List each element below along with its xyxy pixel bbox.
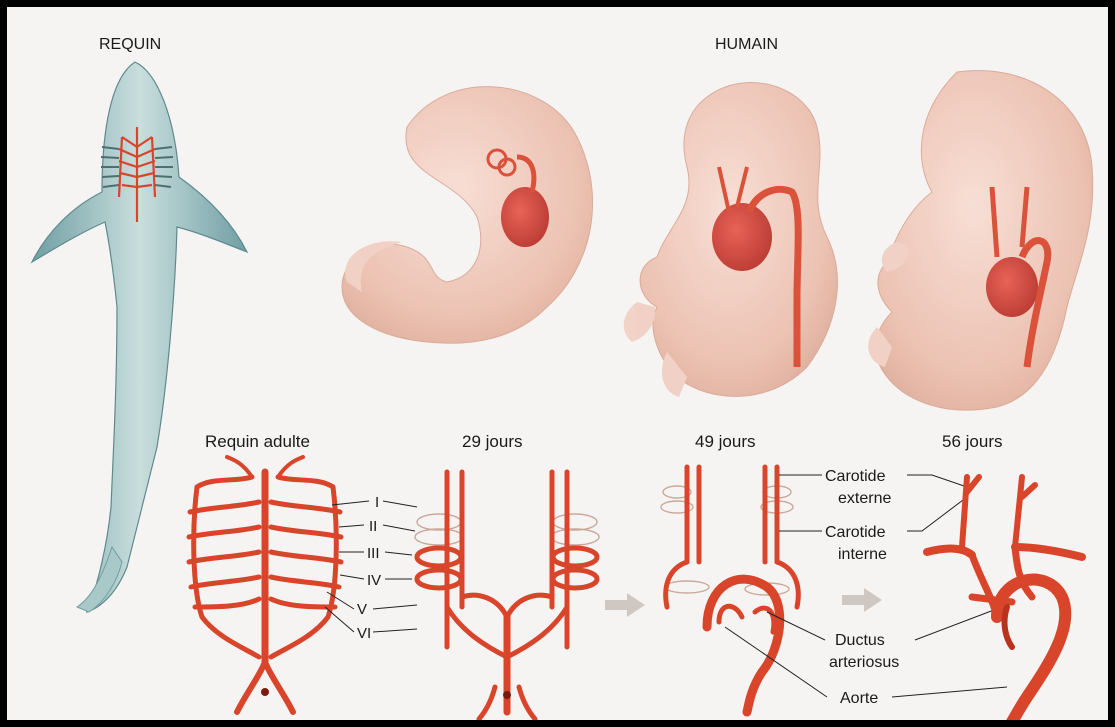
arrow-to-49-days bbox=[605, 593, 645, 617]
stage-label-adult-shark: Requin adulte bbox=[205, 432, 310, 451]
heading-shark: REQUIN bbox=[99, 36, 161, 53]
diagram-56-days-arches bbox=[927, 477, 1082, 720]
stage-label-56-days: 56 jours bbox=[942, 432, 1002, 451]
diagram-49-days-arches bbox=[661, 467, 798, 712]
label-carotid-internal-line1: Carotide bbox=[825, 524, 886, 541]
diagram-29-days-arches bbox=[415, 472, 599, 719]
label-carotid-external-line2: externe bbox=[838, 490, 891, 507]
arch-label-2: II bbox=[369, 518, 377, 535]
heading-human: HUMAIN bbox=[715, 36, 778, 53]
evolution-figure: REQUIN HUMAIN bbox=[7, 7, 1108, 720]
embryo-49-days bbox=[624, 83, 838, 397]
arch-label-1: I bbox=[375, 494, 379, 511]
stage-label-49-days: 49 jours bbox=[695, 432, 755, 451]
stage-label-29-days: 29 jours bbox=[462, 432, 522, 451]
figure-canvas: REQUIN HUMAIN bbox=[7, 7, 1108, 720]
label-ductus-line1: Ductus bbox=[835, 632, 885, 649]
arch-label-6: VI bbox=[357, 625, 371, 642]
arch-label-5: V bbox=[357, 601, 367, 618]
label-carotid-internal-line2: interne bbox=[838, 546, 887, 563]
arch-labels: I II III IV V VI bbox=[325, 494, 417, 642]
arch-label-4: IV bbox=[367, 572, 381, 589]
diagram-adult-shark-arches bbox=[189, 457, 341, 712]
label-ductus-line2: arteriosus bbox=[829, 654, 899, 671]
label-aorta: Aorte bbox=[840, 690, 878, 707]
arch-label-3: III bbox=[367, 545, 380, 562]
embryo-56-days bbox=[868, 70, 1093, 410]
label-carotid-external-line1: Carotide bbox=[825, 468, 886, 485]
shark-illustration bbox=[32, 62, 247, 612]
embryo-29-days bbox=[342, 87, 593, 344]
arrow-to-56-days bbox=[842, 588, 882, 612]
